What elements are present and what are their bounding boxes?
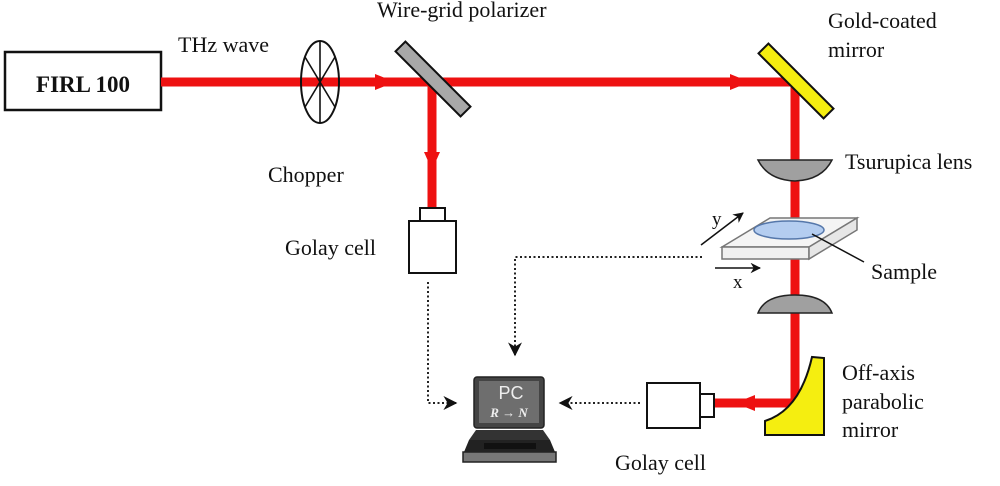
polarizer-label: Wire-grid polarizer (377, 0, 547, 22)
gold-mirror-label-1: Gold-coated (828, 8, 937, 33)
parabolic-label-3: mirror (842, 417, 899, 442)
sample-stage (719, 216, 860, 261)
gold-mirror-icon (757, 42, 835, 120)
parabolic-label-1: Off-axis (842, 360, 915, 385)
pc-icon (462, 376, 557, 463)
golay-cell-reference (408, 207, 457, 274)
signal-line-stage (508, 256, 702, 357)
thz-wave-label: THz wave (178, 32, 269, 57)
signal-lines (427, 256, 702, 410)
beam-arrow-2 (730, 74, 750, 90)
firl-label: FIRL 100 (36, 72, 130, 97)
parabolic-label-2: parabolic (842, 389, 924, 414)
firl-laser-box (3, 50, 163, 112)
sample-label: Sample (871, 259, 937, 284)
beam-arrow-1 (375, 74, 395, 90)
pc-label: PC (498, 383, 523, 403)
axis-y-arrow (700, 212, 744, 246)
tsurupica-lens-lower (756, 294, 834, 314)
golay-cell-signal (646, 382, 715, 429)
tsurupica-lens-upper (756, 159, 834, 182)
pc-sublabel: R → N (489, 405, 528, 420)
golay-cell-signal-label: Golay cell (615, 450, 706, 475)
beam-arrow-down (424, 152, 440, 170)
signal-line-reference (427, 282, 458, 410)
axis-y-label: y (712, 209, 722, 230)
axis-x-label: x (733, 272, 743, 293)
sample-disc (753, 220, 825, 240)
thz-beam-main (161, 74, 800, 411)
golay-cell-reference-label: Golay cell (285, 235, 376, 260)
parabolic-mirror-icon (764, 355, 825, 436)
wire-grid-polarizer-icon (394, 40, 472, 118)
lens-label: Tsurupica lens (845, 149, 972, 174)
beam-arrow-left (735, 395, 755, 411)
sample-pointer (811, 233, 865, 263)
gold-mirror-label-2: mirror (828, 37, 885, 62)
chopper-label: Chopper (268, 162, 344, 187)
chopper-icon (300, 40, 340, 124)
